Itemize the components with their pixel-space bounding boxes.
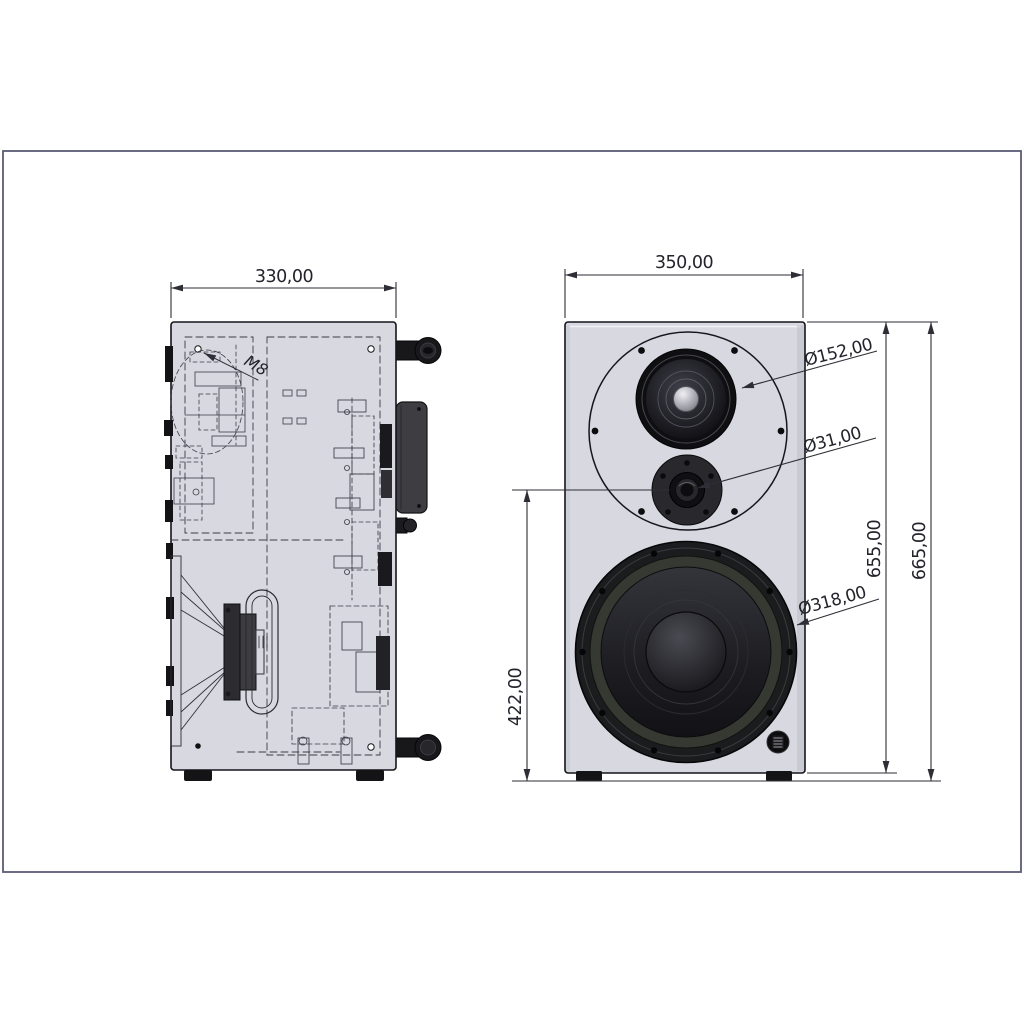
midrange-hidden-assembly — [170, 344, 307, 455]
rear-handle-bottom — [395, 734, 442, 761]
tweeter-screw-holes — [660, 460, 714, 515]
bolt-hole — [195, 743, 201, 749]
dim-cabinet-height-label: 655,00 — [865, 520, 885, 578]
woofer-flange-screws — [579, 550, 793, 754]
subbaffle-circle — [588, 331, 788, 531]
side-cabinet — [170, 321, 397, 771]
foot — [356, 770, 384, 781]
dim-front-width — [564, 269, 804, 318]
side-view: M8 — [164, 321, 442, 781]
m8-leader-line — [203, 352, 259, 381]
dim-side-width — [170, 282, 397, 318]
woofer — [574, 540, 798, 764]
dim-side-width-label: 330,00 — [255, 267, 313, 287]
foot — [184, 770, 212, 781]
brand-badge — [766, 730, 790, 754]
dim-front-width-label: 350,00 — [655, 253, 713, 273]
bass-reflex-port — [245, 589, 279, 715]
dimensions — [170, 269, 941, 782]
front-view — [564, 321, 806, 781]
amplifier-panel — [395, 401, 428, 514]
dim-total-height-label: 665,00 — [910, 522, 930, 580]
bolt-hole — [367, 345, 375, 353]
rear-knob — [395, 517, 417, 534]
woofer-dust-cap — [645, 611, 727, 693]
hidden-walls — [170, 336, 381, 756]
dim-tweeter-axis-label: 422,00 — [506, 668, 526, 726]
tweeter-dome — [680, 483, 694, 497]
leader-tweeter — [697, 437, 877, 489]
phase-plug — [673, 386, 699, 412]
leader-midrange — [741, 350, 878, 389]
front-edge-tabs — [164, 346, 174, 716]
foot — [576, 771, 602, 781]
left-edge-shade — [566, 325, 570, 771]
tweeter-hidden-assembly — [173, 445, 215, 521]
crossover-hidden-upper — [333, 397, 392, 601]
tweeter — [651, 454, 723, 526]
bolt-hole — [367, 743, 375, 751]
right-edge-shade — [797, 325, 804, 771]
dim-tweeter-axis — [512, 489, 670, 781]
dim-heights — [512, 321, 941, 782]
foot — [766, 771, 792, 781]
subbaffle-screw-holes — [591, 347, 785, 515]
leader-woofer — [796, 598, 880, 626]
woofer-hidden-assembly — [170, 555, 265, 747]
midrange-driver — [635, 348, 737, 450]
sheet-border — [2, 150, 1022, 873]
rear-handle-top — [395, 337, 442, 364]
crossover-hidden-lower — [291, 605, 390, 765]
